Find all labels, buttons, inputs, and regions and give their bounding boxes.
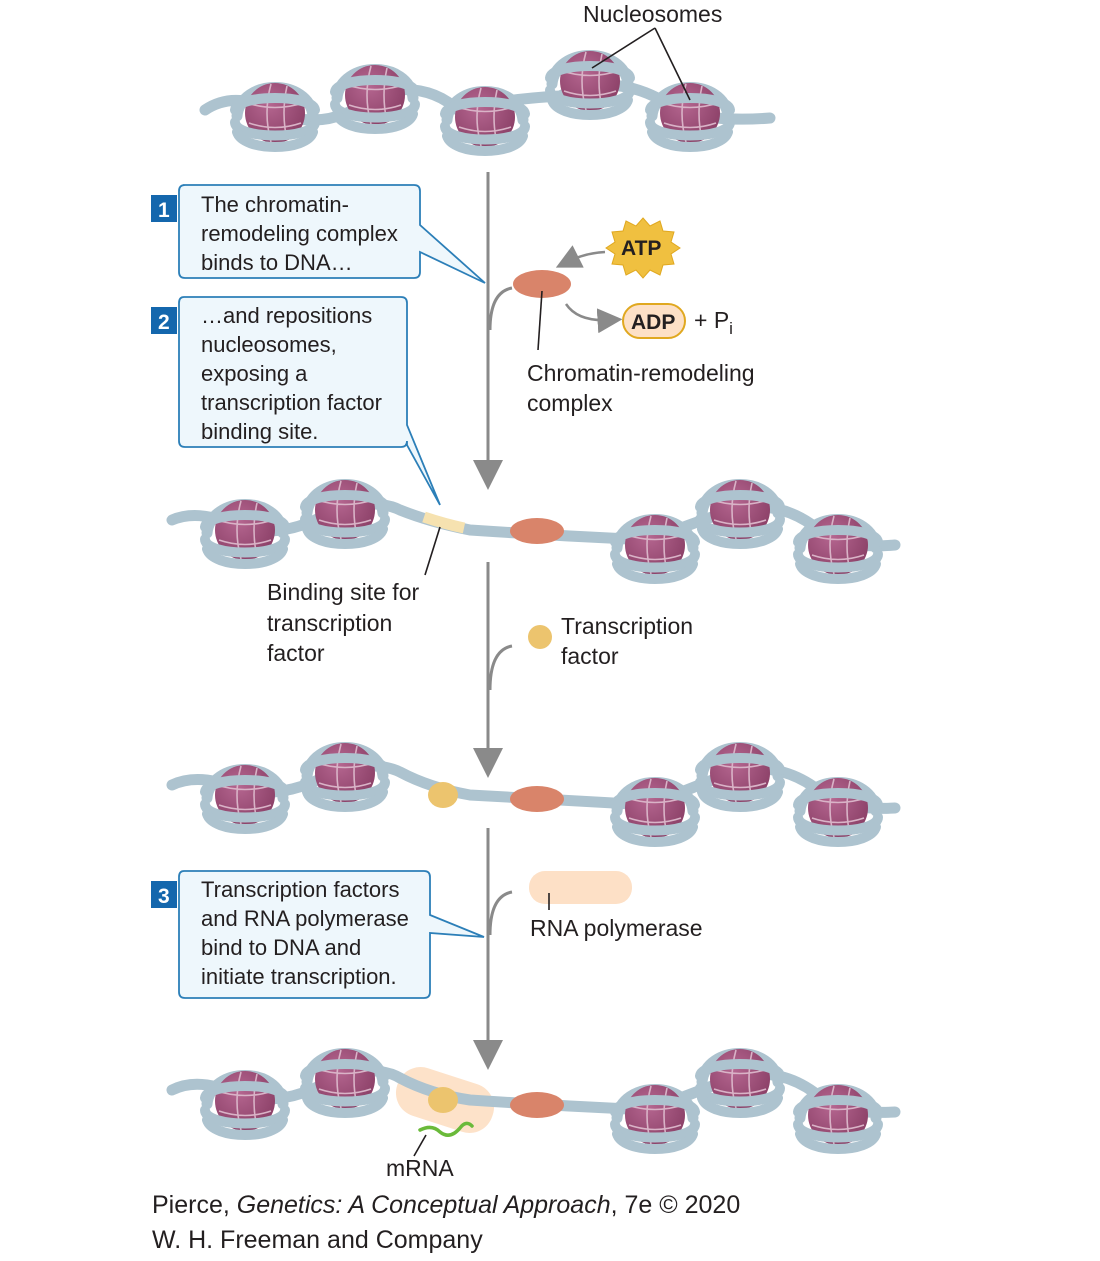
- nucleosome: [235, 83, 315, 147]
- step-text: and RNA polymerase: [201, 906, 409, 931]
- step-number: 3: [158, 885, 170, 908]
- step-text: exposing a: [201, 361, 308, 386]
- step-text: The chromatin-: [201, 192, 349, 217]
- step-text: bind to DNA and: [201, 935, 361, 960]
- bound-transcription-factor: [428, 1087, 458, 1113]
- adp-chip: [622, 303, 686, 339]
- credit-publisher: W. H. Freeman and Company: [152, 1226, 483, 1254]
- flow-arrow-2: Transcription factor: [473, 562, 693, 778]
- step-2-callout: 2 …and repositions nucleosomes, exposing…: [151, 296, 441, 506]
- credit-line-1: Pierce, Genetics: A Conceptual Approach,…: [152, 1191, 740, 1220]
- nucleosome: [335, 65, 415, 129]
- nucleosome: [305, 743, 385, 807]
- nucleosome: [798, 515, 878, 579]
- chromatin-row-1: Nucleosomes: [199, 1, 776, 151]
- chromatin-row-3: [166, 743, 901, 842]
- step-text: …and repositions: [201, 303, 372, 328]
- nucleosome: [700, 480, 780, 544]
- remodeler-label-1: Chromatin-remodeling: [527, 360, 755, 386]
- adp-label: ADP: [631, 311, 675, 334]
- binding-site-label-3: factor: [267, 640, 325, 666]
- nucleosome: [700, 1049, 780, 1113]
- callout-box: [178, 296, 441, 506]
- binding-site-label-2: transcription: [267, 610, 392, 636]
- nucleosome: [615, 1085, 695, 1149]
- nucleosome: [445, 87, 525, 151]
- tf-label-1: Transcription: [561, 613, 693, 639]
- nucleosome: [205, 765, 285, 829]
- bound-transcription-factor: [428, 782, 458, 808]
- nucleosome: [205, 1071, 285, 1135]
- step-text: remodeling complex: [201, 221, 398, 246]
- nucleosome: [798, 778, 878, 842]
- step-badge: [151, 307, 177, 334]
- step-text: binds to DNA…: [201, 250, 353, 275]
- step-text: binding site.: [201, 419, 318, 444]
- step-number: 2: [158, 311, 170, 334]
- remodeling-complex: [510, 786, 564, 812]
- transcription-factor: [528, 625, 552, 649]
- nucleosome-pointer: [591, 27, 656, 69]
- flow-arrow-3: RNA polymerase: [473, 828, 703, 1070]
- nucleosome-pointer: [654, 27, 691, 101]
- mrna-label: mRNA: [386, 1155, 454, 1181]
- step-text: nucleosomes,: [201, 332, 337, 357]
- rnapol-label: RNA polymerase: [530, 915, 703, 941]
- nucleosome: [550, 51, 630, 115]
- step-text: Transcription factors: [201, 877, 399, 902]
- phosphate-label: + Pi: [694, 307, 733, 338]
- nucleosomes-label: Nucleosomes: [583, 1, 722, 27]
- step-badge: [151, 195, 177, 222]
- rna-polymerase: [529, 871, 632, 904]
- nucleosome: [305, 1049, 385, 1113]
- atp-label: ATP: [621, 237, 661, 260]
- atp-starburst: [605, 217, 681, 279]
- nucleosome: [798, 1085, 878, 1149]
- credit-edition: , 7e © 2020: [610, 1191, 741, 1219]
- step-text: initiate transcription.: [201, 964, 397, 989]
- remodeler-label-2: complex: [527, 390, 613, 416]
- mrna-pointer: [413, 1134, 427, 1157]
- binding-site-label-1: Binding site for: [267, 579, 419, 605]
- remodeling-complex: [510, 1092, 564, 1118]
- remodeling-complex: [513, 270, 571, 298]
- binding-site: [422, 511, 466, 534]
- step-number: 1: [158, 199, 170, 222]
- credit-line-2: W. H. Freeman and Company: [152, 1226, 483, 1255]
- tf-label-2: factor: [561, 643, 619, 669]
- nucleosome: [205, 500, 285, 564]
- nucleosome: [615, 778, 695, 842]
- step-3-callout: 3 Transcription factors and RNA polymera…: [151, 870, 485, 999]
- callout-box: [178, 184, 486, 284]
- flow-arrow-1: [473, 172, 513, 490]
- step-text: transcription factor: [201, 390, 382, 415]
- binding-site-pointer: [424, 526, 441, 576]
- callout-box: [178, 870, 485, 999]
- step-1-callout: 1 The chromatin- remodeling complex bind…: [151, 184, 486, 284]
- nucleosome: [650, 83, 730, 147]
- remodeler-pointer: [537, 290, 543, 351]
- remodeling-complex: [510, 518, 564, 544]
- nucleosome: [615, 515, 695, 579]
- chromatin-row-4: mRNA: [166, 1049, 901, 1181]
- nucleosome: [305, 480, 385, 544]
- remodeling-complex-group: ATP ADP + Pi Chromatin-remodeling comple…: [513, 217, 755, 416]
- credit-author: Pierce,: [152, 1191, 237, 1219]
- chromatin-row-2: Binding site for transcription factor: [166, 480, 901, 666]
- credit-book-title: Genetics: A Conceptual Approach: [236, 1191, 611, 1219]
- mrna-strand: [418, 1121, 474, 1137]
- step-badge: [151, 881, 177, 908]
- nucleosome: [700, 743, 780, 807]
